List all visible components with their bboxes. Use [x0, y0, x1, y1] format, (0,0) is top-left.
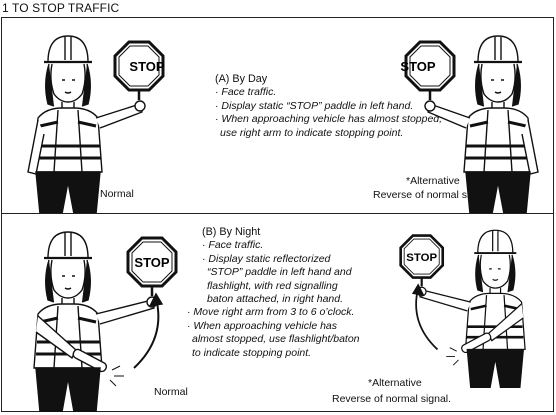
list-item: · When approaching vehicle has almost st…: [215, 113, 443, 126]
stop-paddle-text: STOP: [406, 252, 437, 264]
flagger-night-normal-figure: STOP: [33, 231, 178, 412]
flagger-day-normal-figure: STOP: [27, 35, 165, 214]
list-item: use right arm to indicate stopping point…: [220, 126, 404, 139]
list-item: “STOP” paddle in left hand and: [207, 266, 352, 279]
list-item: almost stopped, use flashlight/baton: [192, 333, 360, 346]
flagger-day-alternative-figure: STOP: [400, 35, 539, 214]
by-night-alternative-caption: *Alternative: [368, 377, 422, 389]
stop-paddle-text: STOP: [134, 255, 169, 270]
by-day-title: (A) By Day: [215, 73, 268, 85]
list-item: to indicate stopping point.: [192, 346, 312, 359]
list-item: · Display static “STOP” paddle in left h…: [215, 99, 414, 112]
by-day-panel: STOP (A) By Day · Face traffic. · Displa…: [1, 17, 554, 214]
list-item: · Display static reflectorized: [202, 252, 331, 265]
by-day-instructions: (A) By Day · Face traffic. · Display sta…: [215, 73, 442, 140]
list-item: baton attached, in right hand.: [207, 293, 344, 306]
by-night-normal-caption: Normal: [154, 386, 188, 398]
list-item: · When approaching vehicle has: [187, 319, 338, 332]
by-night-panel: STOP (B) By Night · Face traffic. · Disp…: [1, 213, 554, 412]
list-item: · Move right arm from 3 to 6 o’clock.: [187, 306, 355, 319]
list-item: · Face traffic.: [202, 239, 264, 252]
by-night-instructions: (B) By Night · Face traffic. · Display s…: [187, 226, 360, 360]
by-night-alternative-note: Reverse of normal signal.: [332, 393, 452, 405]
stop-paddle-text: STOP: [129, 59, 164, 74]
section-heading: 1 TO STOP TRAFFIC: [2, 1, 120, 15]
by-night-title: (B) By Night: [202, 226, 261, 238]
by-day-alternative-note: Reverse of normal signal.: [373, 189, 493, 201]
list-item: · Face traffic.: [215, 86, 277, 99]
by-day-alternative-caption: *Alternative: [406, 175, 460, 187]
list-item: flashlight, with red signalling: [207, 279, 338, 292]
by-day-normal-caption: Normal: [100, 188, 134, 200]
stop-paddle-text: STOP: [400, 59, 435, 74]
flagger-night-alternative-figure: STOP: [399, 229, 526, 388]
